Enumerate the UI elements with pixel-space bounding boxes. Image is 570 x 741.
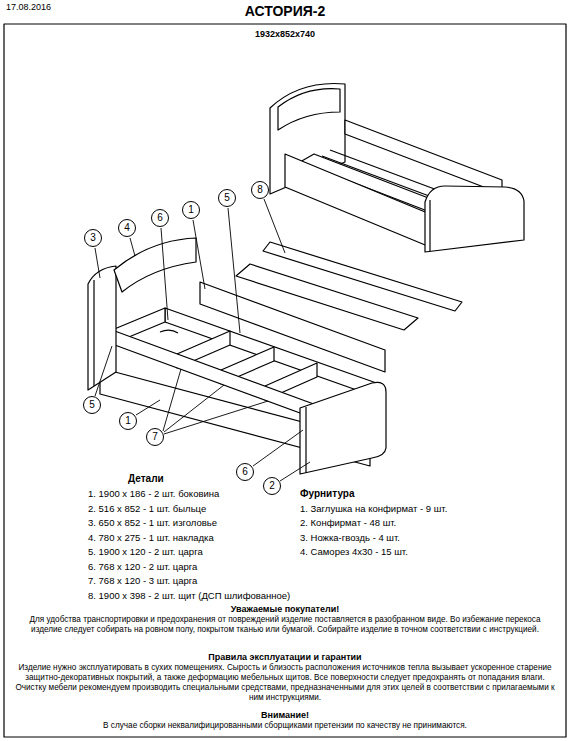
note-paragraph: Для удобства транспортировки и предохран… bbox=[18, 615, 552, 635]
callout-text: 5 bbox=[89, 400, 95, 410]
list-text: 2. Конфирмат - 48 шт. bbox=[300, 517, 396, 528]
list-text: 5. 1900 x 120 - 2 шт. царга bbox=[88, 546, 203, 557]
list-text: 1. Заглушка на конфирмат - 9 шт. bbox=[300, 503, 447, 514]
page-frame bbox=[4, 24, 566, 737]
leader-lines bbox=[95, 199, 310, 481]
assembled-bed bbox=[270, 84, 524, 253]
callout-number: 2 bbox=[263, 477, 281, 495]
callout-number: 5 bbox=[83, 396, 101, 414]
callout-number: 7 bbox=[146, 428, 164, 446]
callout-text: 6 bbox=[242, 467, 248, 477]
callout-text: 2 bbox=[269, 481, 275, 491]
list-text: 1. 1900 x 186 - 2 шт. боковина bbox=[88, 488, 219, 499]
callout-text: 7 bbox=[152, 432, 158, 442]
callout-number: 1 bbox=[119, 412, 137, 430]
callout-number: 5 bbox=[218, 189, 236, 207]
heading-text: Правила эксплуатации и гарантии bbox=[0, 652, 570, 663]
callout-number: 1 bbox=[182, 201, 200, 219]
list-text: 3. 650 x 852 - 1 шт. изголовье bbox=[88, 517, 217, 528]
callout-text: 4 bbox=[124, 223, 130, 233]
heading-text: 1932x852x740 bbox=[0, 29, 570, 40]
drawing-title: АСТОРИЯ-2 bbox=[0, 3, 570, 19]
callout-text: 6 bbox=[157, 213, 163, 223]
list-text: В случае сборки неквалифицированными сбо… bbox=[10, 721, 560, 731]
heading-text: Уважаемые покупатели! bbox=[0, 604, 570, 615]
callout-number: 6 bbox=[236, 463, 254, 481]
callout-number: 6 bbox=[151, 209, 169, 227]
list-text: 6. 768 x 120 - 2 шт. царга bbox=[88, 561, 197, 572]
heading-text: Фурнитура bbox=[300, 488, 355, 500]
callout-number: 8 bbox=[251, 181, 269, 199]
callout-text: 1 bbox=[125, 416, 131, 426]
note-paragraph: Изделие нужно эксплуатировать в сухих по… bbox=[14, 663, 556, 702]
list-text: 2. 516 x 852 - 1 шт. быльце bbox=[88, 503, 206, 514]
list-text: 4. 780 x 275 - 1 шт. накладка bbox=[88, 532, 214, 543]
list-text: 17.08.2016 bbox=[6, 2, 51, 13]
exploded-parts bbox=[88, 238, 462, 474]
heading-text: Детали bbox=[128, 473, 164, 485]
list-text: 8. 1900 x 398 - 2 шт. щит (ДСП шлифованн… bbox=[88, 590, 290, 601]
callout-text: 5 bbox=[224, 193, 230, 203]
list-text: 7. 768 x 120 - 3 шт. царга bbox=[88, 575, 197, 586]
callout-text: 1 bbox=[188, 205, 194, 215]
list-text: 3. Ножка-гвоздь - 4 шт. bbox=[300, 532, 400, 543]
callout-text: 8 bbox=[257, 185, 263, 195]
callout-text: 3 bbox=[90, 233, 96, 243]
callout-number: 3 bbox=[84, 229, 102, 247]
list-text: 4. Саморез 4х30 - 15 шт. bbox=[300, 546, 408, 557]
callout-number: 4 bbox=[118, 219, 136, 237]
heading-text: Внимание! bbox=[0, 710, 570, 721]
